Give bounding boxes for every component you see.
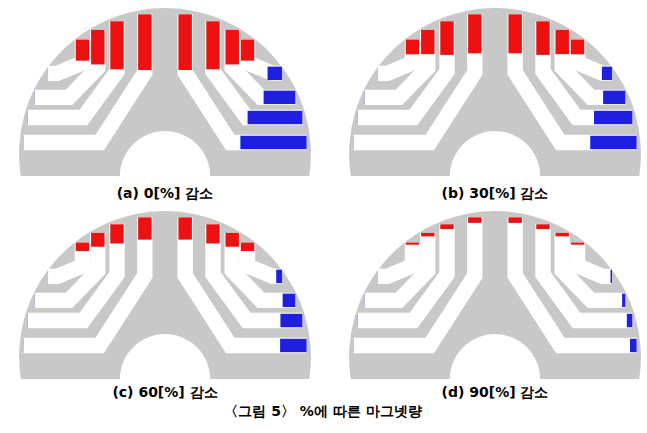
red-magnet — [406, 40, 419, 55]
blue-magnet — [603, 91, 625, 104]
flux-barrier — [28, 224, 117, 320]
figure-caption: 〈그림 5〉 %에 따른 마그넷량 — [224, 403, 421, 419]
rotor-core — [349, 8, 641, 176]
rotor-section — [349, 8, 641, 176]
rotor-core — [19, 8, 311, 176]
rotor-section — [19, 8, 311, 176]
blue-magnet — [248, 111, 303, 124]
blue-magnet — [627, 314, 632, 327]
blue-magnet — [276, 270, 282, 283]
panel-label: (a) 0[%] 감소 — [117, 185, 214, 201]
red-magnet — [508, 14, 521, 53]
blue-magnet — [268, 67, 282, 80]
red-magnet — [110, 224, 123, 243]
blue-magnet — [264, 91, 296, 104]
rotor-core — [19, 211, 311, 379]
blue-magnet — [611, 270, 612, 283]
red-magnet — [508, 217, 521, 223]
flux-barrier — [28, 21, 117, 117]
flux-barrier — [515, 217, 636, 345]
panel-label: (d) 90[%] 감소 — [442, 384, 549, 400]
red-magnet — [406, 243, 419, 245]
red-magnet — [206, 21, 219, 69]
flux-barrier — [378, 243, 412, 277]
flux-barrier — [185, 217, 306, 345]
red-magnet — [206, 224, 219, 243]
red-magnet — [440, 21, 453, 55]
red-magnet — [468, 217, 481, 223]
flux-barrier — [185, 14, 306, 142]
flux-barrier — [35, 233, 98, 300]
blue-magnet — [280, 314, 302, 327]
red-magnet — [225, 30, 238, 65]
flux-barrier — [365, 30, 428, 97]
red-magnet — [76, 243, 89, 251]
flux-barrier — [353, 217, 474, 345]
red-magnet — [138, 217, 151, 239]
red-magnet — [571, 243, 584, 245]
blue-magnet — [622, 294, 625, 307]
flux-barrier — [562, 233, 625, 300]
rotor-section — [349, 211, 641, 379]
blue-magnet — [283, 294, 296, 307]
panel-label: (c) 60[%] 감소 — [112, 384, 217, 400]
red-magnet — [138, 14, 151, 70]
flux-barrier — [35, 30, 98, 97]
blue-magnet — [602, 67, 612, 80]
flux-barrier — [543, 21, 632, 117]
flux-barrier — [543, 224, 632, 320]
flux-barrier — [578, 243, 612, 277]
red-magnet — [178, 14, 191, 70]
red-magnet — [91, 233, 104, 247]
panel-label: (b) 30[%] 감소 — [442, 185, 549, 201]
rotor-core — [349, 211, 641, 379]
red-magnet — [555, 233, 568, 236]
rotor-section — [19, 211, 311, 379]
red-magnet — [571, 40, 584, 55]
red-magnet — [76, 40, 89, 61]
red-magnet — [421, 30, 434, 54]
red-magnet — [225, 233, 238, 247]
flux-barrier — [353, 14, 474, 142]
red-magnet — [536, 21, 549, 55]
red-magnet — [241, 40, 254, 61]
blue-magnet — [630, 339, 637, 352]
flux-barrier — [232, 233, 295, 300]
flux-barrier — [23, 217, 144, 345]
red-magnet — [110, 21, 123, 69]
red-magnet — [178, 217, 191, 239]
blue-magnet — [280, 339, 306, 352]
flux-barrier — [358, 21, 447, 117]
blue-magnet — [590, 136, 636, 149]
flux-barrier — [358, 224, 447, 320]
flux-barrier — [23, 14, 144, 142]
red-magnet — [91, 30, 104, 65]
flux-barrier — [232, 30, 295, 97]
red-magnet — [241, 243, 254, 251]
red-magnet — [468, 14, 481, 53]
flux-barrier — [365, 233, 428, 300]
blue-magnet — [594, 111, 632, 124]
blue-magnet — [240, 136, 306, 149]
flux-barrier — [562, 30, 625, 97]
red-magnet — [536, 224, 549, 229]
red-magnet — [555, 30, 568, 54]
flux-barrier — [515, 14, 636, 142]
flux-barrier — [213, 21, 302, 117]
red-magnet — [440, 224, 453, 229]
red-magnet — [421, 233, 434, 236]
flux-barrier — [213, 224, 302, 320]
